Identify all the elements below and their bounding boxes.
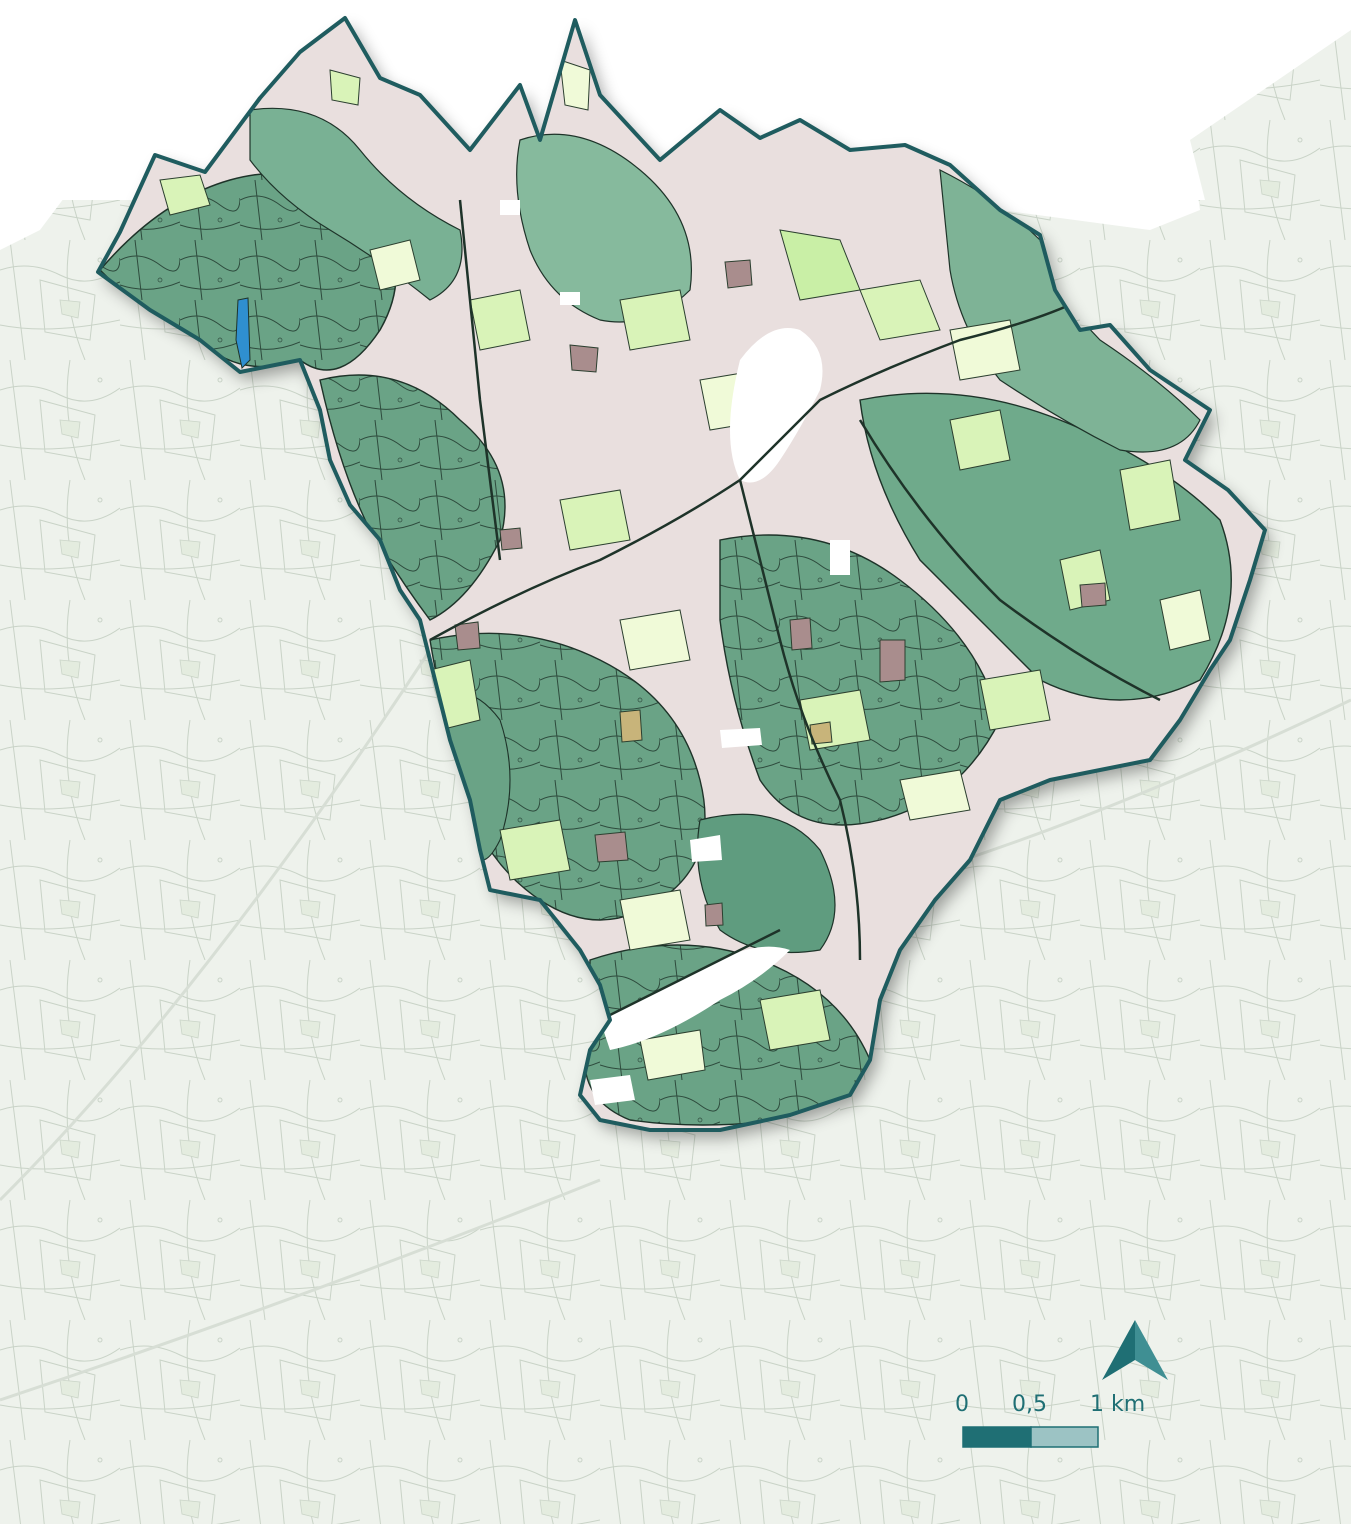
background-right-parcels [1180, 30, 1351, 480]
forest-south-mid [696, 813, 836, 954]
scale-bar-segment-1 [962, 1426, 1032, 1448]
urban-areas [500, 200, 850, 1105]
district-outline [96, 16, 1267, 1132]
scale-label-half: 0,5 [1012, 1392, 1047, 1417]
north-arrow-icon [1102, 1320, 1168, 1380]
background-top-white [0, 0, 1351, 250]
roads [429, 199, 1161, 1022]
scale-bar-segment-2 [1030, 1426, 1099, 1448]
bare-parcels [454, 259, 1107, 927]
district-landcover [98, 59, 1232, 1126]
scale-label-0: 0 [955, 1392, 969, 1417]
scale-label-1km: 1 km [1090, 1392, 1146, 1417]
water-body [235, 297, 251, 370]
forest-west-center [319, 374, 506, 621]
scale-bar [962, 1426, 1099, 1448]
